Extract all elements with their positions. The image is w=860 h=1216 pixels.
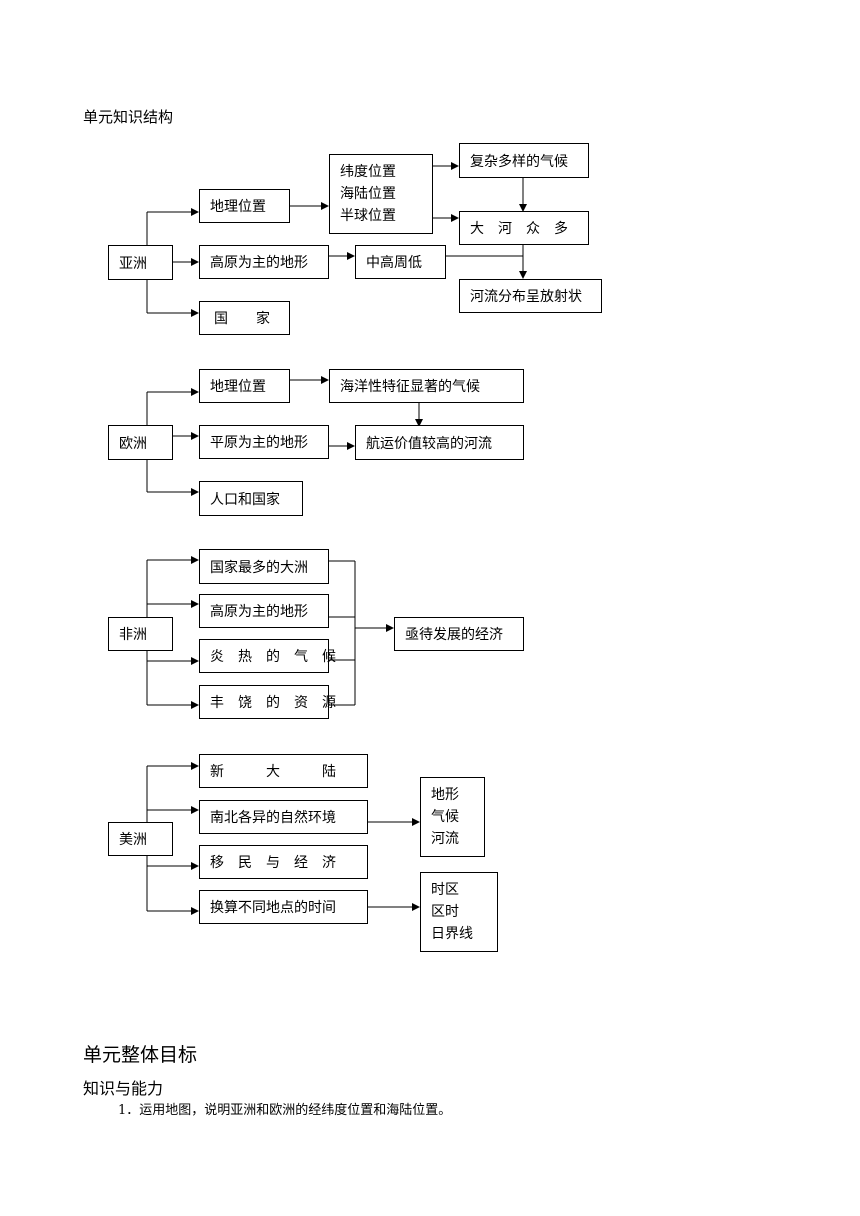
- america-env-item: 地形: [431, 787, 459, 803]
- africa-countries-box: 国家最多的大洲: [199, 549, 329, 584]
- asia-river-pattern-box: 河流分布呈放射状: [459, 279, 602, 313]
- america-root-box: 美洲: [108, 822, 173, 856]
- america-time-list-box: 时区 区时 日界线: [420, 872, 498, 952]
- goal-item: 1．运用地图，说明亚洲和欧洲的经纬度位置和海陆位置。: [118, 1103, 452, 1118]
- africa-root-box: 非洲: [108, 617, 173, 651]
- asia-countries-box: 国 家: [199, 301, 290, 335]
- europe-climate-box: 海洋性特征显著的气候: [329, 369, 524, 403]
- africa-resources-box: 丰 饶 的 资 源: [199, 685, 336, 719]
- asia-positions-box: 纬度位置 海陆位置 半球位置: [329, 154, 433, 234]
- asia-position-item: 海陆位置: [340, 186, 396, 202]
- europe-population-box: 人口和国家: [199, 481, 303, 516]
- america-time-item: 区时: [431, 904, 459, 920]
- america-env-item: 河流: [431, 831, 459, 847]
- asia-terrain-box: 高原为主的地形: [199, 245, 329, 279]
- africa-climate-box: 炎 热 的 气 候: [199, 639, 336, 673]
- subheading-knowledge: 知识与能力: [83, 1079, 164, 1098]
- europe-root-box: 欧洲: [108, 425, 173, 460]
- asia-location-box: 地理位置: [199, 189, 290, 223]
- europe-location-box: 地理位置: [199, 369, 290, 403]
- america-time-item: 时区: [431, 882, 459, 898]
- asia-terrain-feature-box: 中高周低: [355, 245, 446, 279]
- asia-root-box: 亚洲: [108, 245, 173, 280]
- africa-terrain-box: 高原为主的地形: [199, 594, 329, 628]
- america-time-box: 换算不同地点的时间: [199, 890, 368, 924]
- america-env-list-box: 地形 气候 河流: [420, 777, 485, 857]
- europe-terrain-box: 平原为主的地形: [199, 425, 329, 459]
- america-migration-box: 移 民 与 经 济: [199, 845, 368, 879]
- asia-climate-box: 复杂多样的气候: [459, 143, 589, 178]
- asia-position-item: 纬度位置: [340, 164, 396, 180]
- section-heading-goals: 单元整体目标: [83, 1044, 198, 1066]
- asia-position-item: 半球位置: [340, 208, 396, 224]
- america-time-item: 日界线: [431, 926, 473, 942]
- america-environment-box: 南北各异的自然环境: [199, 800, 368, 834]
- europe-rivers-box: 航运价值较高的河流: [355, 425, 524, 460]
- section-heading-structure: 单元知识结构: [83, 108, 174, 126]
- asia-rivers-box: 大 河 众 多: [459, 211, 589, 245]
- africa-economy-box: 亟待发展的经济: [394, 617, 524, 651]
- america-new-continent-box: 新 大 陆: [199, 754, 368, 788]
- america-env-item: 气候: [431, 809, 459, 825]
